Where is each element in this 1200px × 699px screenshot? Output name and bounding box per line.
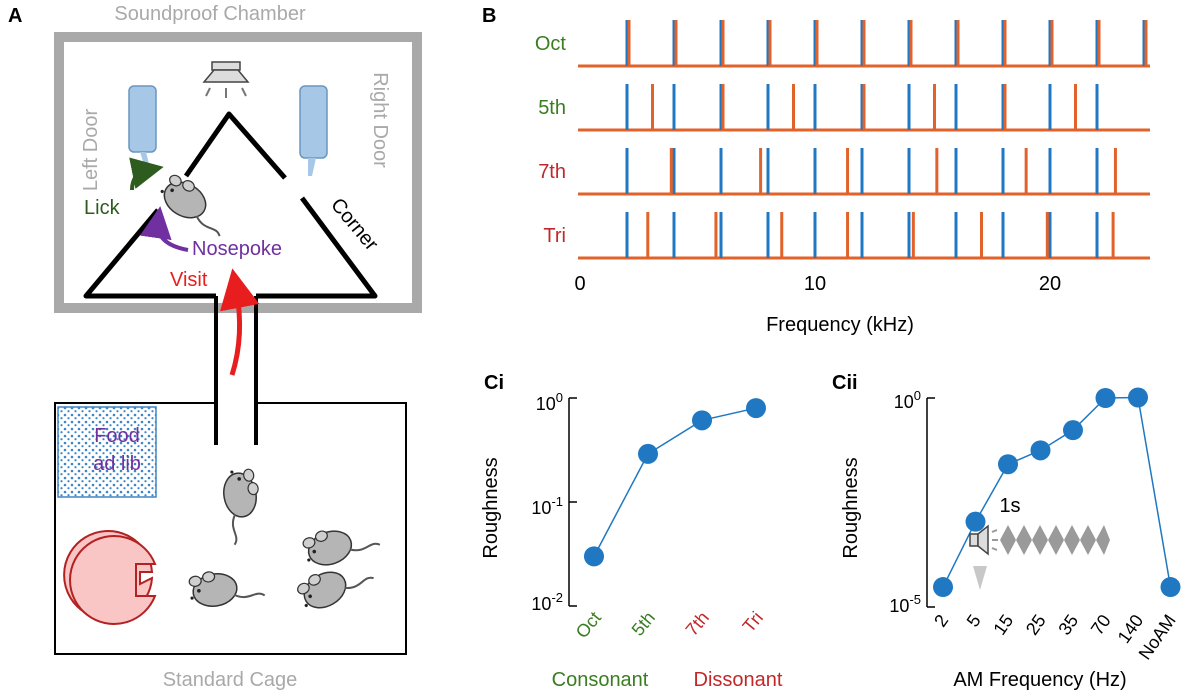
visit-label: Visit: [170, 269, 208, 291]
ci-xtick-tri: Tri: [739, 608, 767, 636]
ci-ylabel: Roughness: [480, 457, 502, 558]
cii-xtick-5: 5: [963, 611, 985, 631]
cii-xlabel: AM Frequency (Hz): [953, 669, 1126, 691]
inset-duration-label: 1s: [999, 495, 1020, 517]
ad-lib-label: ad lib: [93, 453, 141, 475]
cii-ytick-1e-5: 10-5: [889, 592, 921, 616]
row-label-Oct: Oct: [535, 33, 567, 55]
ci-point-5th: [638, 443, 658, 464]
b-xtick-10: 10: [804, 273, 826, 295]
cii-point-NoAM: [1160, 577, 1181, 598]
arena-walls: [83, 111, 378, 299]
cage-mouse-2: [185, 561, 267, 612]
cii-point-15: [998, 454, 1018, 475]
dissonant-label: Dissonant: [694, 669, 783, 691]
food-box: [57, 406, 157, 498]
right-door-label: Right Door: [369, 72, 391, 168]
panel-cii-letter: Cii: [832, 372, 858, 394]
b-xtick-0: 0: [574, 273, 585, 295]
cii-xtick-2: 2: [930, 611, 952, 631]
cii-ytick-1e0: 100: [894, 388, 921, 412]
nosepoke-label: Nosepoke: [192, 238, 282, 260]
panel-a-letter: A: [8, 5, 22, 27]
b-xtick-20: 20: [1039, 273, 1061, 295]
cii-xtick-25: 25: [1022, 611, 1050, 639]
selected-am-marker: [973, 566, 987, 590]
lick-arrow: [129, 157, 164, 191]
mouse-in-chamber: [153, 169, 238, 239]
ci-xtick-7th: 7th: [682, 608, 713, 640]
panel-cii: Cii Roughness 100 10-5 1s AM Frequency (…: [832, 372, 1181, 691]
cage-label: Standard Cage: [163, 669, 298, 691]
left-water-bottle: [128, 85, 157, 177]
row-label-7th: 7th: [538, 161, 566, 183]
cii-point-70: [1095, 388, 1116, 408]
inset-speaker-icon: [969, 524, 998, 556]
cii-ylabel: Roughness: [840, 457, 862, 558]
cii-xtick-15: 15: [989, 611, 1017, 639]
am-envelope: [1000, 525, 1110, 555]
cii-point-35: [1063, 420, 1083, 441]
right-water-bottle: [299, 85, 328, 176]
ci-ytick-1e-2: 10-2: [531, 590, 563, 614]
cii-point-25: [1030, 440, 1051, 461]
cii-point-2: [933, 577, 953, 598]
lick-label: Lick: [84, 197, 121, 219]
cii-plot-area: [933, 387, 1181, 598]
ci-point-Oct: [584, 546, 604, 567]
left-door-label: Left Door: [80, 109, 102, 192]
chamber-label: Soundproof Chamber: [114, 3, 306, 25]
ci-xtick-5th: 5th: [628, 608, 659, 640]
ci-ytick-1e-1: 10-1: [531, 494, 563, 518]
corner-label: Corner: [326, 194, 382, 255]
cii-point-140: [1128, 387, 1148, 408]
standard-cage: [54, 402, 407, 655]
food-label: Food: [94, 425, 140, 447]
row-label-Tri: Tri: [543, 225, 566, 247]
cage-mouse-1: [218, 465, 269, 547]
ci-point-Tri: [746, 398, 766, 419]
panel-b-letter: B: [482, 5, 496, 27]
cage-mouse-3: [298, 512, 382, 573]
cii-xtick-70: 70: [1087, 611, 1115, 639]
cii-xtick-35: 35: [1054, 611, 1082, 639]
mouse-house-body: [69, 535, 157, 625]
ci-series-line: [593, 407, 757, 557]
ci-plot-area: [584, 398, 766, 567]
row-label-5th: 5th: [538, 97, 566, 119]
panel-a: A Soundproof Chamber Left Door Right Doo…: [8, 3, 422, 691]
cii-point-5: [965, 511, 986, 532]
b-xlabel: Frequency (kHz): [766, 314, 914, 336]
ci-ytick-1e0: 100: [536, 390, 563, 414]
nosepoke-arrow: [139, 206, 189, 252]
visit-arrow: [220, 268, 260, 376]
cii-series-line: [942, 396, 1172, 588]
consonant-label: Consonant: [552, 669, 649, 691]
panel-ci-letter: Ci: [484, 372, 504, 394]
speaker-icon: [202, 61, 250, 98]
ci-xtick-oct: Oct: [572, 608, 605, 642]
ci-point-7th: [692, 410, 712, 431]
panel-ci: Ci Roughness 100 10-1 10-2 Oct 5th 7th T…: [480, 372, 783, 691]
